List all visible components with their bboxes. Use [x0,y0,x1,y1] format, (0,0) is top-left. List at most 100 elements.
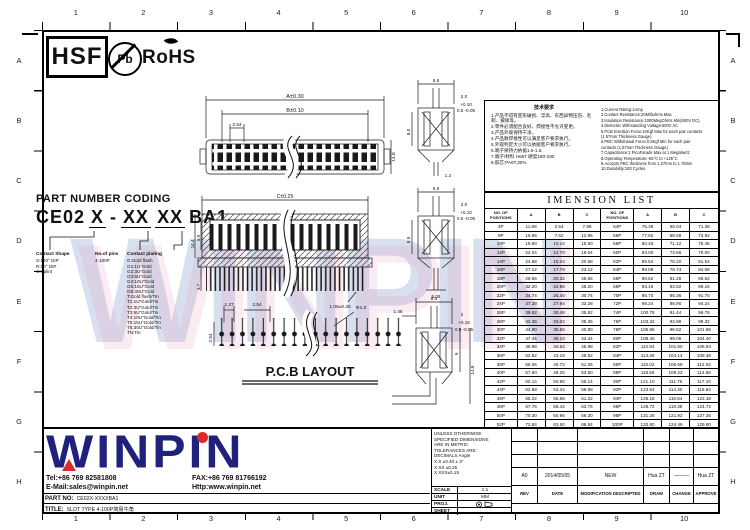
cell: 38P [485,360,518,368]
note-line-en: 5.PCB Insertion Force:10Kgf Max for each… [601,128,703,134]
cell: 12.96 [574,231,602,240]
plating-item: T:Gold flash/Tin [127,294,159,300]
revision-empty-row [512,455,718,468]
revision-empty-row [512,442,718,455]
note-line-cn: 3.产品外观保持干净。 [491,130,537,136]
pcb-dim-hole: Φ1.0 [356,305,367,311]
cell: 24.58 [518,257,546,265]
cell: 60.96 [546,411,574,420]
title-value: SLOT TYPE 4-100P简易牛角 [66,507,134,513]
section-dim-c: C±0.25 [277,194,294,200]
plating-item: G6:30U″Gold [127,289,155,295]
cell: 18.04 [574,248,602,257]
cell: 101.60 [662,343,690,351]
tolerance-line: X.XX ±0.25 [434,464,458,470]
cell: 91.70 [698,292,710,298]
cell: 58P [601,240,635,248]
cell: 42.36 [518,317,546,325]
side3-lead: 1.48 [394,309,403,314]
section-dim-h1: 14.4 [190,239,195,248]
cell: 22.86 [546,283,574,291]
note-line-cn: 5.外观判定大小可以依据客户要求执行。 [491,142,573,148]
cell: 70P [601,291,635,300]
plating-item: G5:15U″Gold [127,284,155,290]
cell: 128.72 [634,403,663,411]
cell: 98P [601,411,635,420]
revision-empty-row [512,429,718,442]
side2-body: 8.9 [406,236,411,243]
cell [644,455,670,467]
zone-letter: B [16,115,22,125]
tel-text: Tel:+86 769 82581808 [46,475,117,482]
title-block-company: WINPIN Tel:+86 769 82581808 FAX:+86 769 … [42,426,432,513]
cell: 4P [485,223,518,231]
cell: 126.18 [634,394,663,403]
revision-cell: NEW [578,468,644,485]
cell: 104.40 [696,335,711,341]
cell: 66P [601,274,635,283]
cell: 60.14 [518,377,546,385]
note-line-cn: 6.端子保持力依据1.5-1.6. [491,148,543,154]
cell: 42P [485,377,518,385]
cell: 133.80 [634,420,663,428]
cell: 7.62 [546,231,574,240]
code-dash: - [110,207,118,227]
cell: 44P [485,385,518,394]
note-line-en: 8.Operating Temperature:-65°C to +125°C [601,155,678,161]
cell: 55.06 [518,360,546,368]
cell: 63.50 [546,420,574,428]
cell: 8P [485,231,518,240]
cell: 80.46 [634,240,663,248]
cell: 66.04 [662,223,690,231]
cell: 95.70 [634,291,663,300]
cell [538,455,578,467]
pins-options: No.of pins 4-100P [95,252,125,264]
cell: 32P [485,334,518,343]
pcb-layout-drawing: 1.27 2.54 2.54 Φ1.0 P.C.B LAYOUT [208,302,402,385]
cell: 17.78 [546,265,574,274]
tolerance-line: SPECIFIED DIMENSIONS [434,436,489,442]
cell: 43.44 [574,334,602,343]
cell: 32.20 [518,283,546,291]
cell: 124.46 [662,420,690,428]
cell: 49.98 [518,343,546,351]
front-view-drawing: A±0.30 B±0.10 2.54 14.8 [199,94,396,182]
front-dim-pitch: 2.54 [232,122,242,128]
side1-width: 5.8 [433,78,440,83]
cell: 114.56 [697,370,711,376]
cell: 37.28 [518,300,546,308]
zone-letter: H [730,477,736,487]
sheet-label: SHEET [432,508,458,515]
note-line-cn: 8.胶芯:PA6T,30% [491,160,527,166]
cell: 10P [485,240,518,248]
plating-item: TN:Tin [127,330,141,336]
cell: 53.34 [546,385,574,394]
cell: 19.50 [518,240,546,248]
cell: 52P [485,420,518,428]
fax-text: FAX:+86 769 81766192 [192,475,267,482]
cell: 48.52 [574,351,602,360]
note-line-cn: 1.产品不得有变形破损、浮高、东西异物压伤、毛刺、披锋等。 [491,112,592,124]
cell: 100.78 [634,308,663,317]
notes-panel: 技术要求 1.产品不得有变形破损、浮高、东西异物压伤、毛刺、披锋等。2.零件必须… [484,100,719,192]
cell [694,455,718,467]
cell: 77.92 [634,231,663,240]
cell: 122.18 [696,395,711,401]
side3-overall: 14.8 [470,365,475,374]
cell: 45.98 [574,343,602,351]
zone-letter: H [16,477,22,487]
cell: 100P [601,420,635,428]
cell: 60P [601,248,635,257]
cell: 54P [601,223,635,231]
plating-header: Contact plating [127,252,162,257]
cell: 38.36 [574,317,602,325]
cell: 28.20 [574,283,602,291]
cell: 96P [601,403,635,411]
cell [644,429,670,441]
tolerance-line: UNLESS OTHERWISE [434,431,482,436]
coding-leader-lines [49,231,183,250]
